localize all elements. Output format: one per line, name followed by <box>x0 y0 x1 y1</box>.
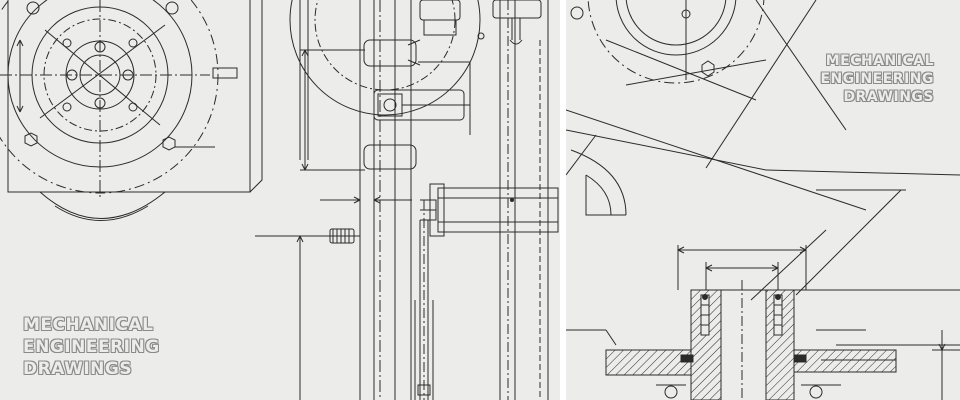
right-caption-line-2: ENGINEERING <box>820 71 934 87</box>
left-technical-drawing <box>0 0 559 400</box>
left-caption-line-1: MECHANICAL <box>23 315 154 335</box>
right-caption-line-3: DRAWINGS <box>843 89 934 105</box>
right-technical-drawing <box>566 0 960 400</box>
right-drawing-panel: MECHANICAL ENGINEERING DRAWINGS <box>566 0 960 400</box>
left-drawing-panel: MECHANICAL ENGINEERING DRAWINGS <box>0 0 560 400</box>
right-caption: MECHANICAL ENGINEERING DRAWINGS <box>820 52 934 106</box>
right-caption-line-1: MECHANICAL <box>825 53 934 69</box>
left-caption-line-3: DRAWINGS <box>23 359 133 379</box>
left-caption: MECHANICAL ENGINEERING DRAWINGS <box>23 314 160 380</box>
left-caption-line-2: ENGINEERING <box>23 337 160 357</box>
